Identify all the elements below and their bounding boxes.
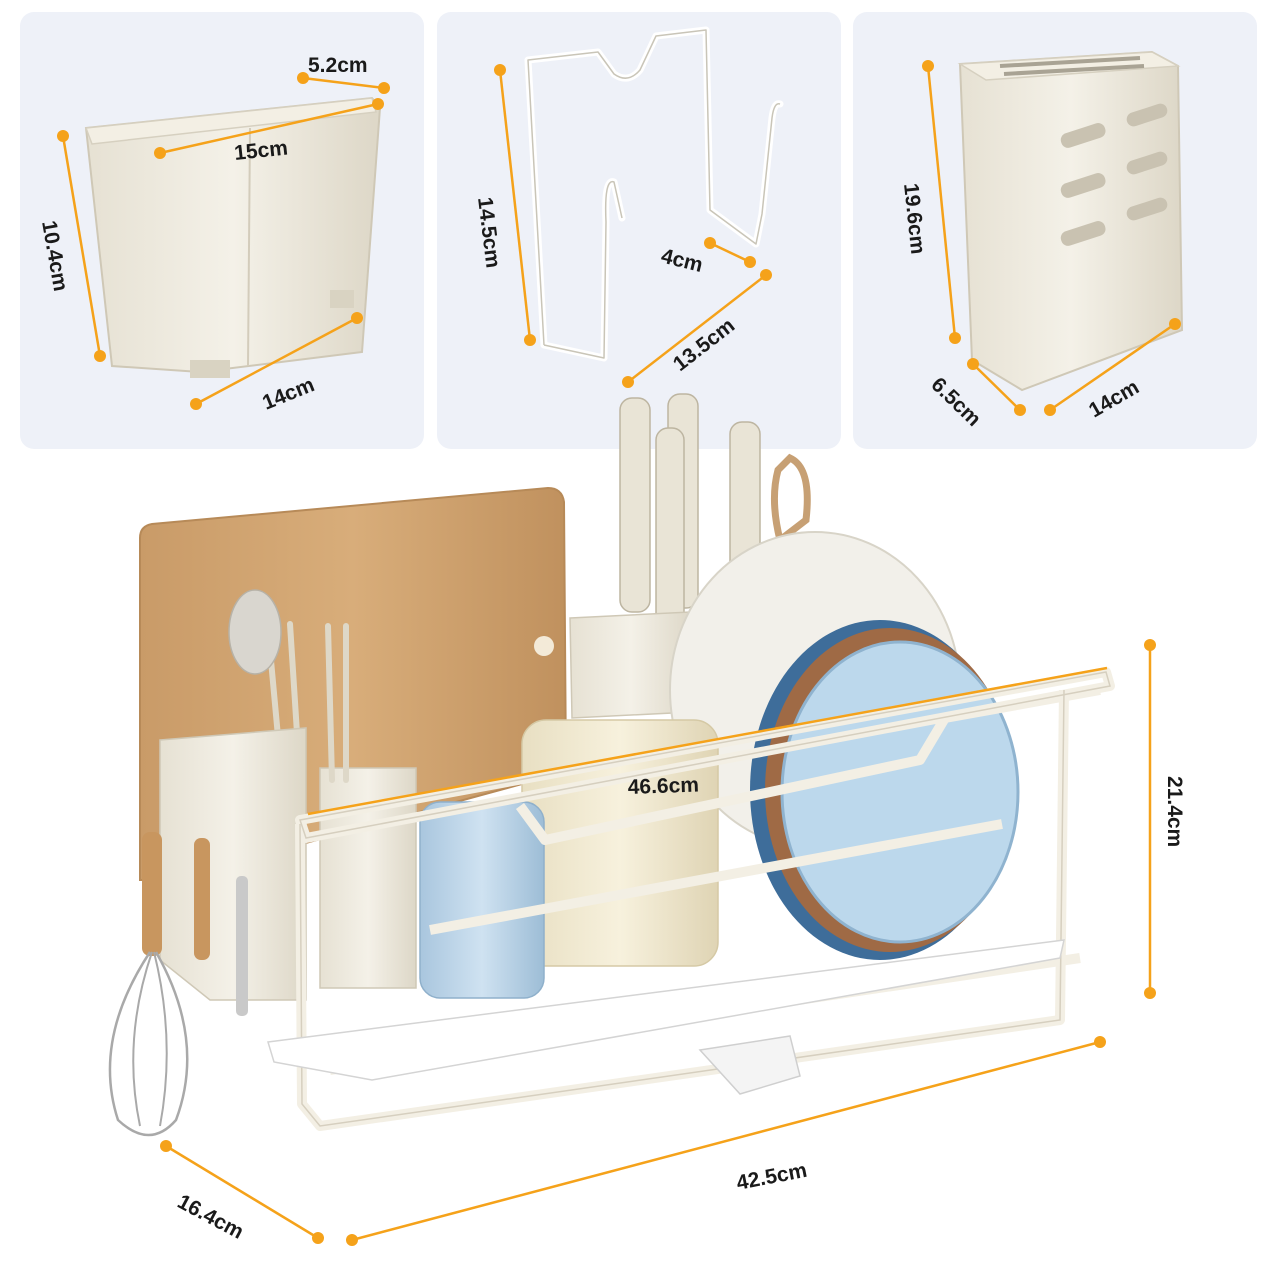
dim-utensil-height: 10.4cm (37, 219, 72, 293)
dish-rack-image (108, 393, 1115, 1137)
utensil-holder-image (84, 96, 382, 378)
hook-image (524, 26, 784, 362)
dim-hook-height: 14.5cm (473, 196, 505, 270)
dim-utensil-depth: 5.2cm (308, 54, 368, 77)
dim-rack-top-length: 46.6cm (627, 774, 699, 799)
dim-knife-block-height: 19.6cm (899, 182, 929, 255)
hook-panel (437, 12, 841, 449)
dim-knife-block-width: 14cm (1085, 376, 1143, 423)
hook-outline (527, 29, 781, 359)
dim-utensil-width: 14cm (259, 373, 317, 414)
dim-rack-length: 42.5cm (735, 1159, 809, 1195)
dim-knife-block-depth: 6.5cm (927, 373, 986, 431)
dim-rack-height: 21.4cm (1163, 776, 1186, 847)
dim-utensil-length: 15cm (233, 136, 289, 164)
dim-rack-depth: 16.4cm (174, 1190, 248, 1244)
knife-block-image (957, 50, 1184, 392)
dim-hook-size: 4cm (659, 245, 705, 277)
